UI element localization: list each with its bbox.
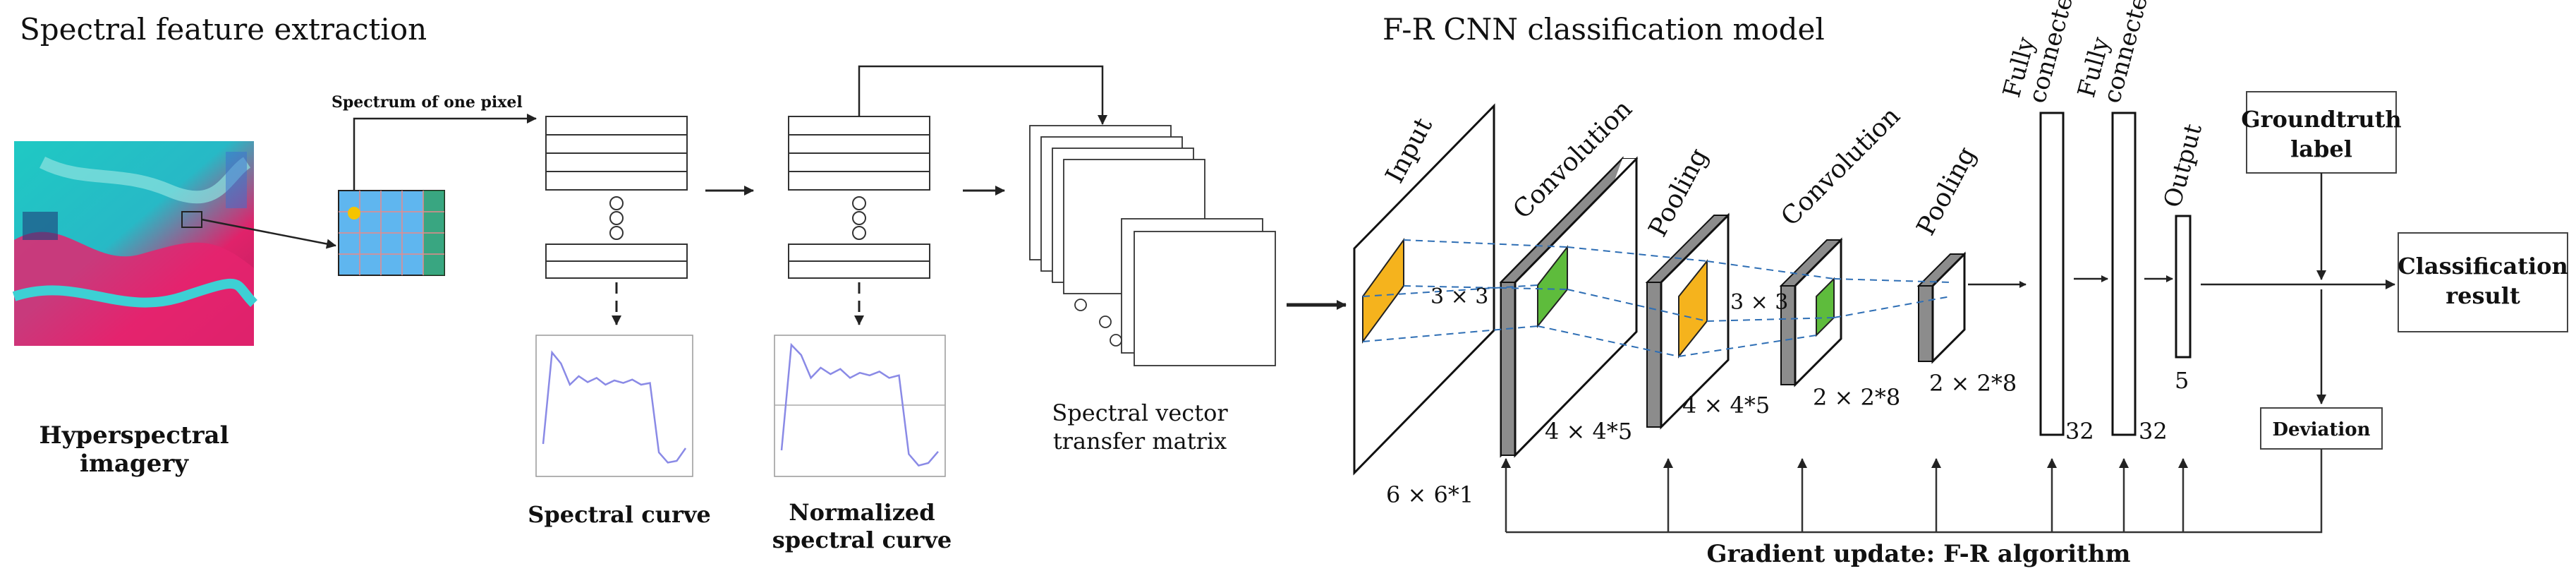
pool2-dim: 2 × 2*8 — [1929, 370, 2017, 397]
result-label-2: result — [2446, 282, 2520, 309]
pool2-layer — [1916, 251, 1967, 364]
conv1-layer — [1499, 156, 1639, 458]
gradient-feedback — [1501, 449, 2323, 534]
conv2-dim: 2 × 2*8 — [1813, 384, 1900, 411]
matrix-label-1: Spectral vector — [1052, 399, 1228, 426]
raw-curve-line — [542, 350, 687, 464]
fc2-layer — [2111, 112, 2137, 436]
conv2-layer — [1779, 237, 1843, 387]
normalized-label-1: Normalized — [789, 499, 935, 526]
spectrum-label: Spectrum of one pixel — [332, 93, 523, 112]
normalized-vector-stack — [788, 116, 930, 279]
conv1-dim: 4 × 4*5 — [1545, 418, 1632, 445]
output-dim: 5 — [2175, 367, 2189, 394]
transfer-matrix-stack — [1029, 125, 1276, 366]
hyperspectral-image — [12, 141, 336, 346]
left-title: Spectral feature extraction — [20, 12, 427, 47]
normalized-curve-chart — [774, 335, 946, 477]
kernel1-label: 3 × 3 — [1430, 284, 1488, 309]
fc2-dim: 32 — [2139, 418, 2168, 445]
fc1-layer — [2039, 112, 2065, 436]
classification-result-box — [2398, 232, 2568, 332]
conv2-label: Convolution — [1775, 102, 1906, 232]
input-dim: 6 × 6*1 — [1386, 481, 1474, 508]
connection-lines — [1362, 239, 1951, 357]
normalized-label-2: spectral curve — [772, 527, 952, 553]
kernel2-label: 3 × 3 — [1730, 290, 1788, 315]
normalized-curve-line — [780, 342, 939, 467]
output-label: Output — [2158, 121, 2208, 210]
matrix-label-2: transfer matrix — [1053, 428, 1227, 455]
groundtruth-label-2: label — [2290, 136, 2352, 162]
imagery-label-2: imagery — [80, 450, 189, 478]
pool2-label: Pooling — [1912, 142, 1982, 240]
gradient-label: Gradient update: F-R algorithm — [1706, 540, 2130, 568]
deviation-label: Deviation — [2272, 419, 2370, 440]
result-label-1: Classification — [2398, 253, 2568, 280]
fc1-dim: 32 — [2065, 418, 2094, 445]
output-layer — [2175, 215, 2192, 359]
right-title: F-R CNN classification model — [1383, 12, 1825, 47]
imagery-label-1: Hyperspectral — [39, 421, 229, 450]
spectral-curve-chart — [535, 335, 693, 477]
zoomed-pixel-grid — [338, 190, 445, 276]
pool1-layer — [1645, 212, 1730, 430]
spectral-curve-label: Spectral curve — [528, 501, 711, 528]
groundtruth-label-1: Groundtruth — [2241, 106, 2401, 133]
pool1-dim: 4 × 4*5 — [1682, 392, 1770, 419]
spectrum-vector-stack — [545, 116, 688, 279]
